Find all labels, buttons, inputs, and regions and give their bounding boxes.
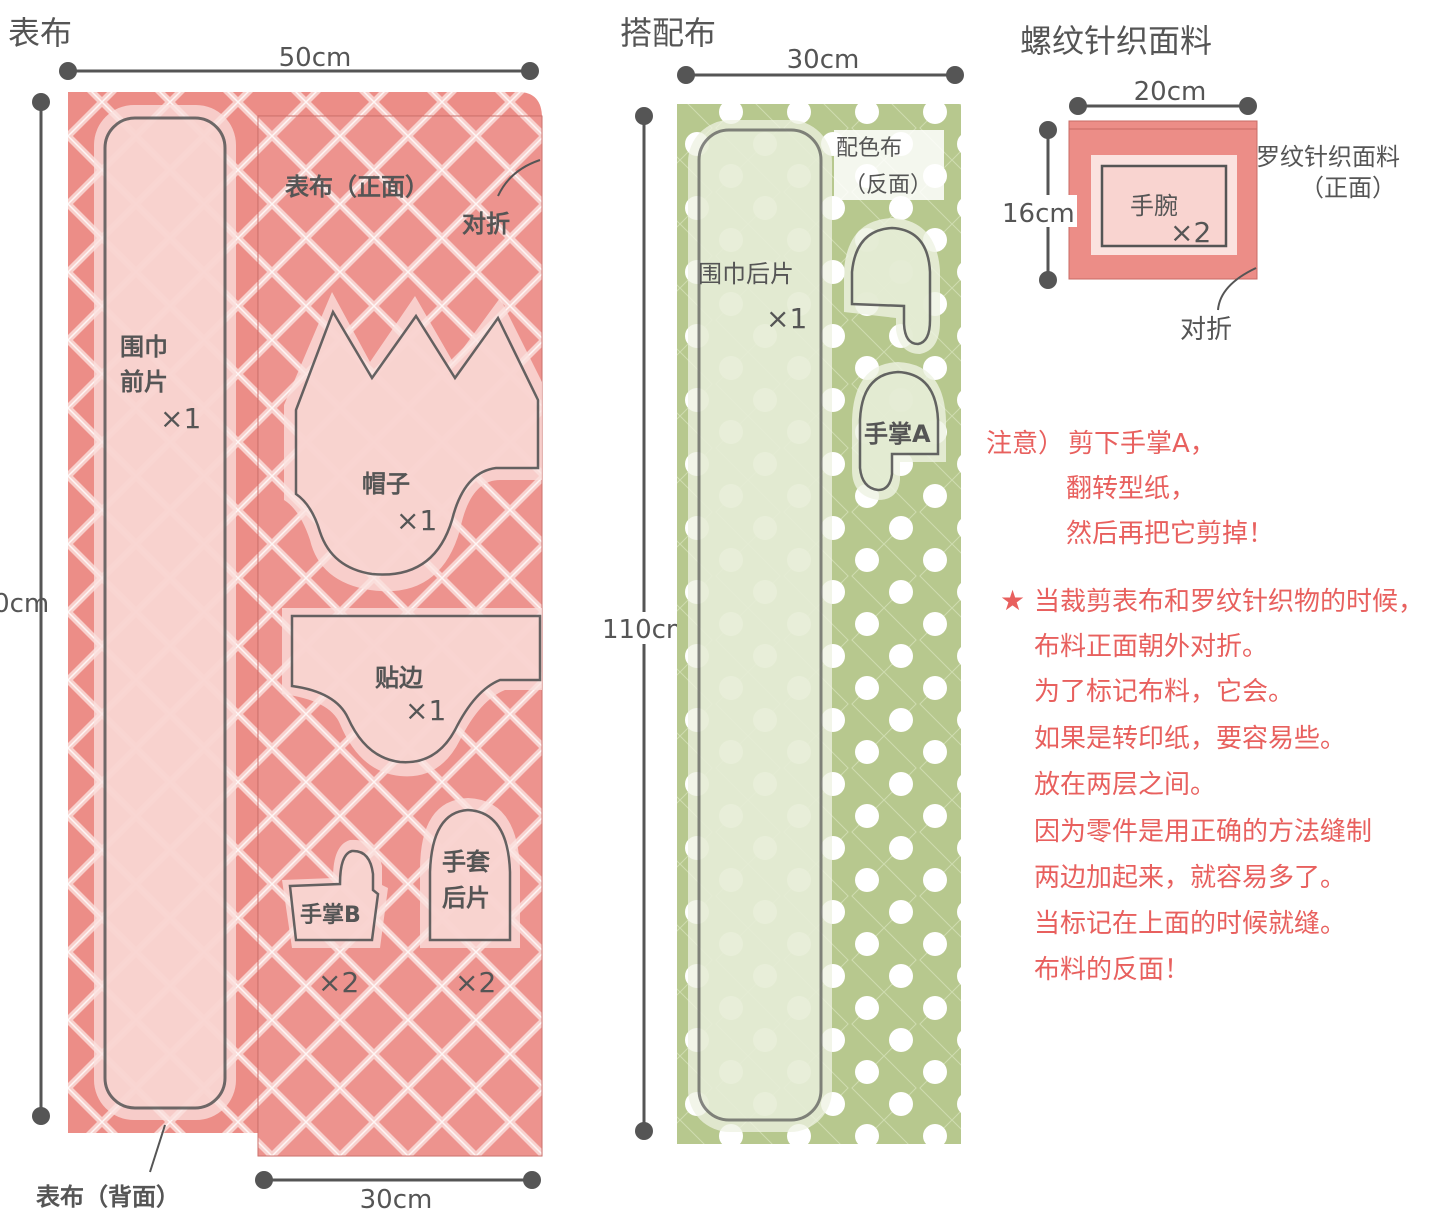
palm-a-flipped-piece [850,226,932,346]
scarf-front-piece [103,116,227,1110]
caution-prefix: 注意） [986,429,1064,459]
dimension-endpoint [521,62,539,80]
palm-b-piece [288,849,380,942]
main-fabric-panel: 表布 50cm 110cm 围巾 前片 ×1 表布（正面） 对折 帽子 ×1 [0,14,543,1214]
hat-qty: ×1 [396,504,437,537]
note-line-3: 为了标记布料，它会。 [1034,677,1294,707]
dimension-endpoint [1239,97,1257,115]
dimension-endpoint [677,66,695,84]
cuff-label: 手腕 [1130,192,1178,220]
hat-label: 帽子 [362,470,410,498]
scarf-front-qty: ×1 [160,402,201,435]
width-label: 30cm [787,45,860,75]
rib-knit-panel: 螺纹针织面料 20cm 16cm 手腕 ×2 罗纹针织面料 （正面） 对折 [1001,22,1400,345]
dimension-endpoint [32,1107,50,1125]
dimension-endpoint [946,66,964,84]
main-fabric-face-label: 表布（正面） [285,173,429,201]
caution-line-1: 剪下手掌A， [1068,429,1216,459]
scarf-back-piece [697,128,823,1122]
mitten-back-qty: ×2 [455,966,496,999]
dimension-endpoint [59,62,77,80]
dimension-endpoint [1069,97,1087,115]
width-label: 50cm [279,43,352,73]
contrast-fabric-heading: 搭配布 [620,14,716,52]
dimension-endpoint [635,107,653,125]
dimension-endpoint [1039,121,1057,139]
contrast-label-1: 配色布 [836,136,902,161]
palm-a-label: 手掌A [864,420,931,448]
dimension-endpoint [1039,271,1057,289]
note-line-7: 两边加起来，就容易多了。 [1034,863,1346,893]
dimension-endpoint [32,93,50,111]
height-label: 110cm [602,615,691,645]
note-line-5: 放在两层之间。 [1034,770,1216,800]
dimension-endpoint [523,1171,541,1189]
note-line-8: 当标记在上面的时候就缝。 [1034,909,1346,939]
notes-section: 注意） 剪下手掌A， 翻转型纸， 然后再把它剪掉！ ★ 当裁剪表布和罗纹针织物的… [986,429,1424,985]
scarf-front-label-1: 围巾 [120,333,168,361]
back-pointer-line [149,1124,166,1173]
mitten-back-label-2: 后片 [442,884,490,912]
contrast-label-2: （反面） [844,173,932,198]
note-line-9: 布料的反面！ [1034,955,1190,985]
note-line-4: 如果是转印纸，要容易些。 [1034,724,1346,754]
caution-line-3: 然后再把它剪掉！ [1066,519,1274,549]
rib-knit-label-2: （正面） [1300,174,1396,202]
scarf-back-qty: ×1 [766,302,807,335]
note-line-1: 当裁剪表布和罗纹针织物的时候， [1034,587,1424,617]
rib-knit-heading: 螺纹针织面料 [1020,22,1212,60]
facing-label: 贴边 [375,664,424,692]
width-label: 20cm [1134,77,1207,107]
star-icon: ★ [1000,584,1025,617]
note-line-6: 因为零件是用正确的方法缝制 [1034,817,1372,847]
fold-label: 对折 [462,210,510,238]
hat-piece [294,309,540,576]
dimension-endpoint [255,1171,273,1189]
scarf-back-label: 围巾后片 [698,260,794,288]
fold-pointer-line [1217,267,1257,311]
facing-qty: ×1 [405,694,446,727]
fold-pointer-line [497,159,541,197]
height-label: 110cm [0,589,49,619]
bottom-width-label: 30cm [360,1185,433,1214]
palm-a-piece [858,370,940,492]
rib-knit-label-1: 罗纹针织面料 [1256,143,1400,171]
dimension-endpoint [635,1122,653,1140]
cuff-qty: ×2 [1170,216,1211,249]
fold-label: 对折 [1180,315,1232,345]
note-line-2: 布料正面朝外对折。 [1034,632,1268,662]
height-label: 16cm [1002,199,1075,229]
main-fabric-back-label: 表布（背面） [36,1183,180,1211]
cuff-piece [1100,164,1228,248]
facing-piece [290,614,542,764]
palm-b-label: 手掌B [300,903,361,928]
contrast-fabric-panel: 搭配布 30cm 110cm 围巾后片 ×1 配色布 （反面） 手掌A [600,14,964,1144]
mitten-back-label-1: 手套 [442,848,491,876]
scarf-front-label-2: 前片 [120,368,168,396]
palm-b-qty: ×2 [318,966,359,999]
mitten-back-piece [428,808,512,942]
main-fabric-heading: 表布 [8,14,72,52]
caution-line-2: 翻转型纸， [1066,474,1196,504]
